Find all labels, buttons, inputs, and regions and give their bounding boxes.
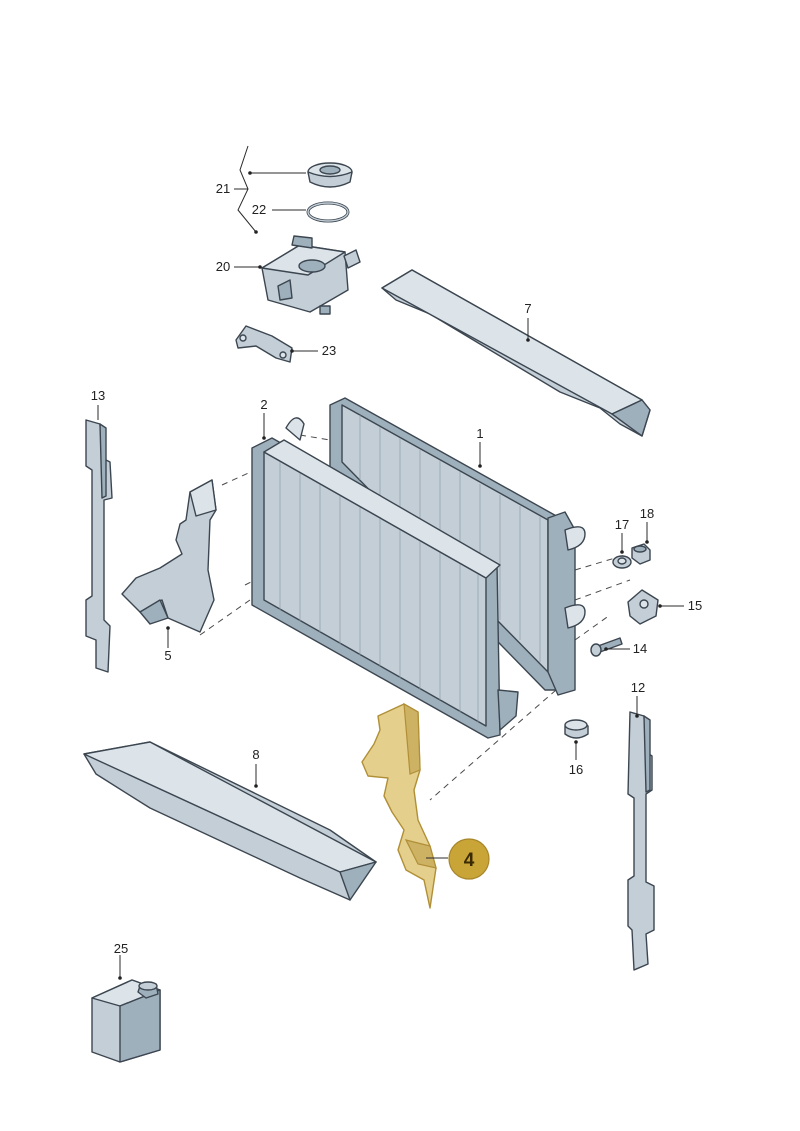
callout-14[interactable]: 14: [633, 641, 647, 656]
part-12-right-seal[interactable]: [627, 711, 655, 971]
highlight-badge-4[interactable]: 4: [448, 838, 490, 880]
callout-17[interactable]: 17: [615, 517, 629, 532]
callout-22[interactable]: 22: [252, 202, 266, 217]
callout-2[interactable]: 2: [260, 397, 267, 412]
callout-7[interactable]: 7: [524, 301, 531, 316]
leader-lines: [97, 145, 684, 978]
callout-25[interactable]: 25: [114, 941, 128, 956]
callout-20[interactable]: 20: [216, 259, 230, 274]
part-16-rubber-mount[interactable]: [564, 719, 589, 739]
part-8-lower-air-guide[interactable]: [83, 741, 377, 901]
part-14-screw[interactable]: [590, 637, 623, 657]
callout-21[interactable]: 21: [216, 181, 230, 196]
part-13-left-seal[interactable]: [85, 419, 113, 673]
callout-5[interactable]: 5: [164, 648, 171, 663]
part-7-upper-air-guide[interactable]: [381, 269, 651, 437]
callout-12[interactable]: 12: [631, 680, 645, 695]
part-18-drain-plug[interactable]: [631, 543, 651, 565]
callout-16[interactable]: 16: [569, 762, 583, 777]
part-25-coolant-container[interactable]: [91, 979, 161, 1063]
part-17-seal[interactable]: [612, 555, 632, 569]
leader-dots: [118, 171, 662, 980]
callout-8[interactable]: 8: [252, 747, 259, 762]
callout-15[interactable]: 15: [688, 598, 702, 613]
part-22-seal-ring[interactable]: [306, 201, 350, 223]
callout-labels: 1 2 5 7 8 12 13 14 15 16 17 18 20 21 22 …: [91, 181, 702, 956]
part-4-air-guide-highlighted[interactable]: [361, 702, 437, 909]
callout-13[interactable]: 13: [91, 388, 105, 403]
part-23-tank-bracket[interactable]: [235, 325, 293, 363]
part-2-condenser[interactable]: [251, 417, 519, 739]
part-21-coolant-cap[interactable]: [307, 162, 353, 188]
part-5-left-air-guide[interactable]: [121, 479, 217, 633]
callout-18[interactable]: 18: [640, 506, 654, 521]
highlight-badge-label: 4: [464, 850, 475, 871]
part-20-expansion-tank[interactable]: [261, 235, 361, 315]
highlight-badge-circle[interactable]: [448, 838, 490, 880]
part-15-mount-bracket[interactable]: [627, 589, 659, 625]
callout-1[interactable]: 1: [476, 426, 483, 441]
callout-23[interactable]: 23: [322, 343, 336, 358]
